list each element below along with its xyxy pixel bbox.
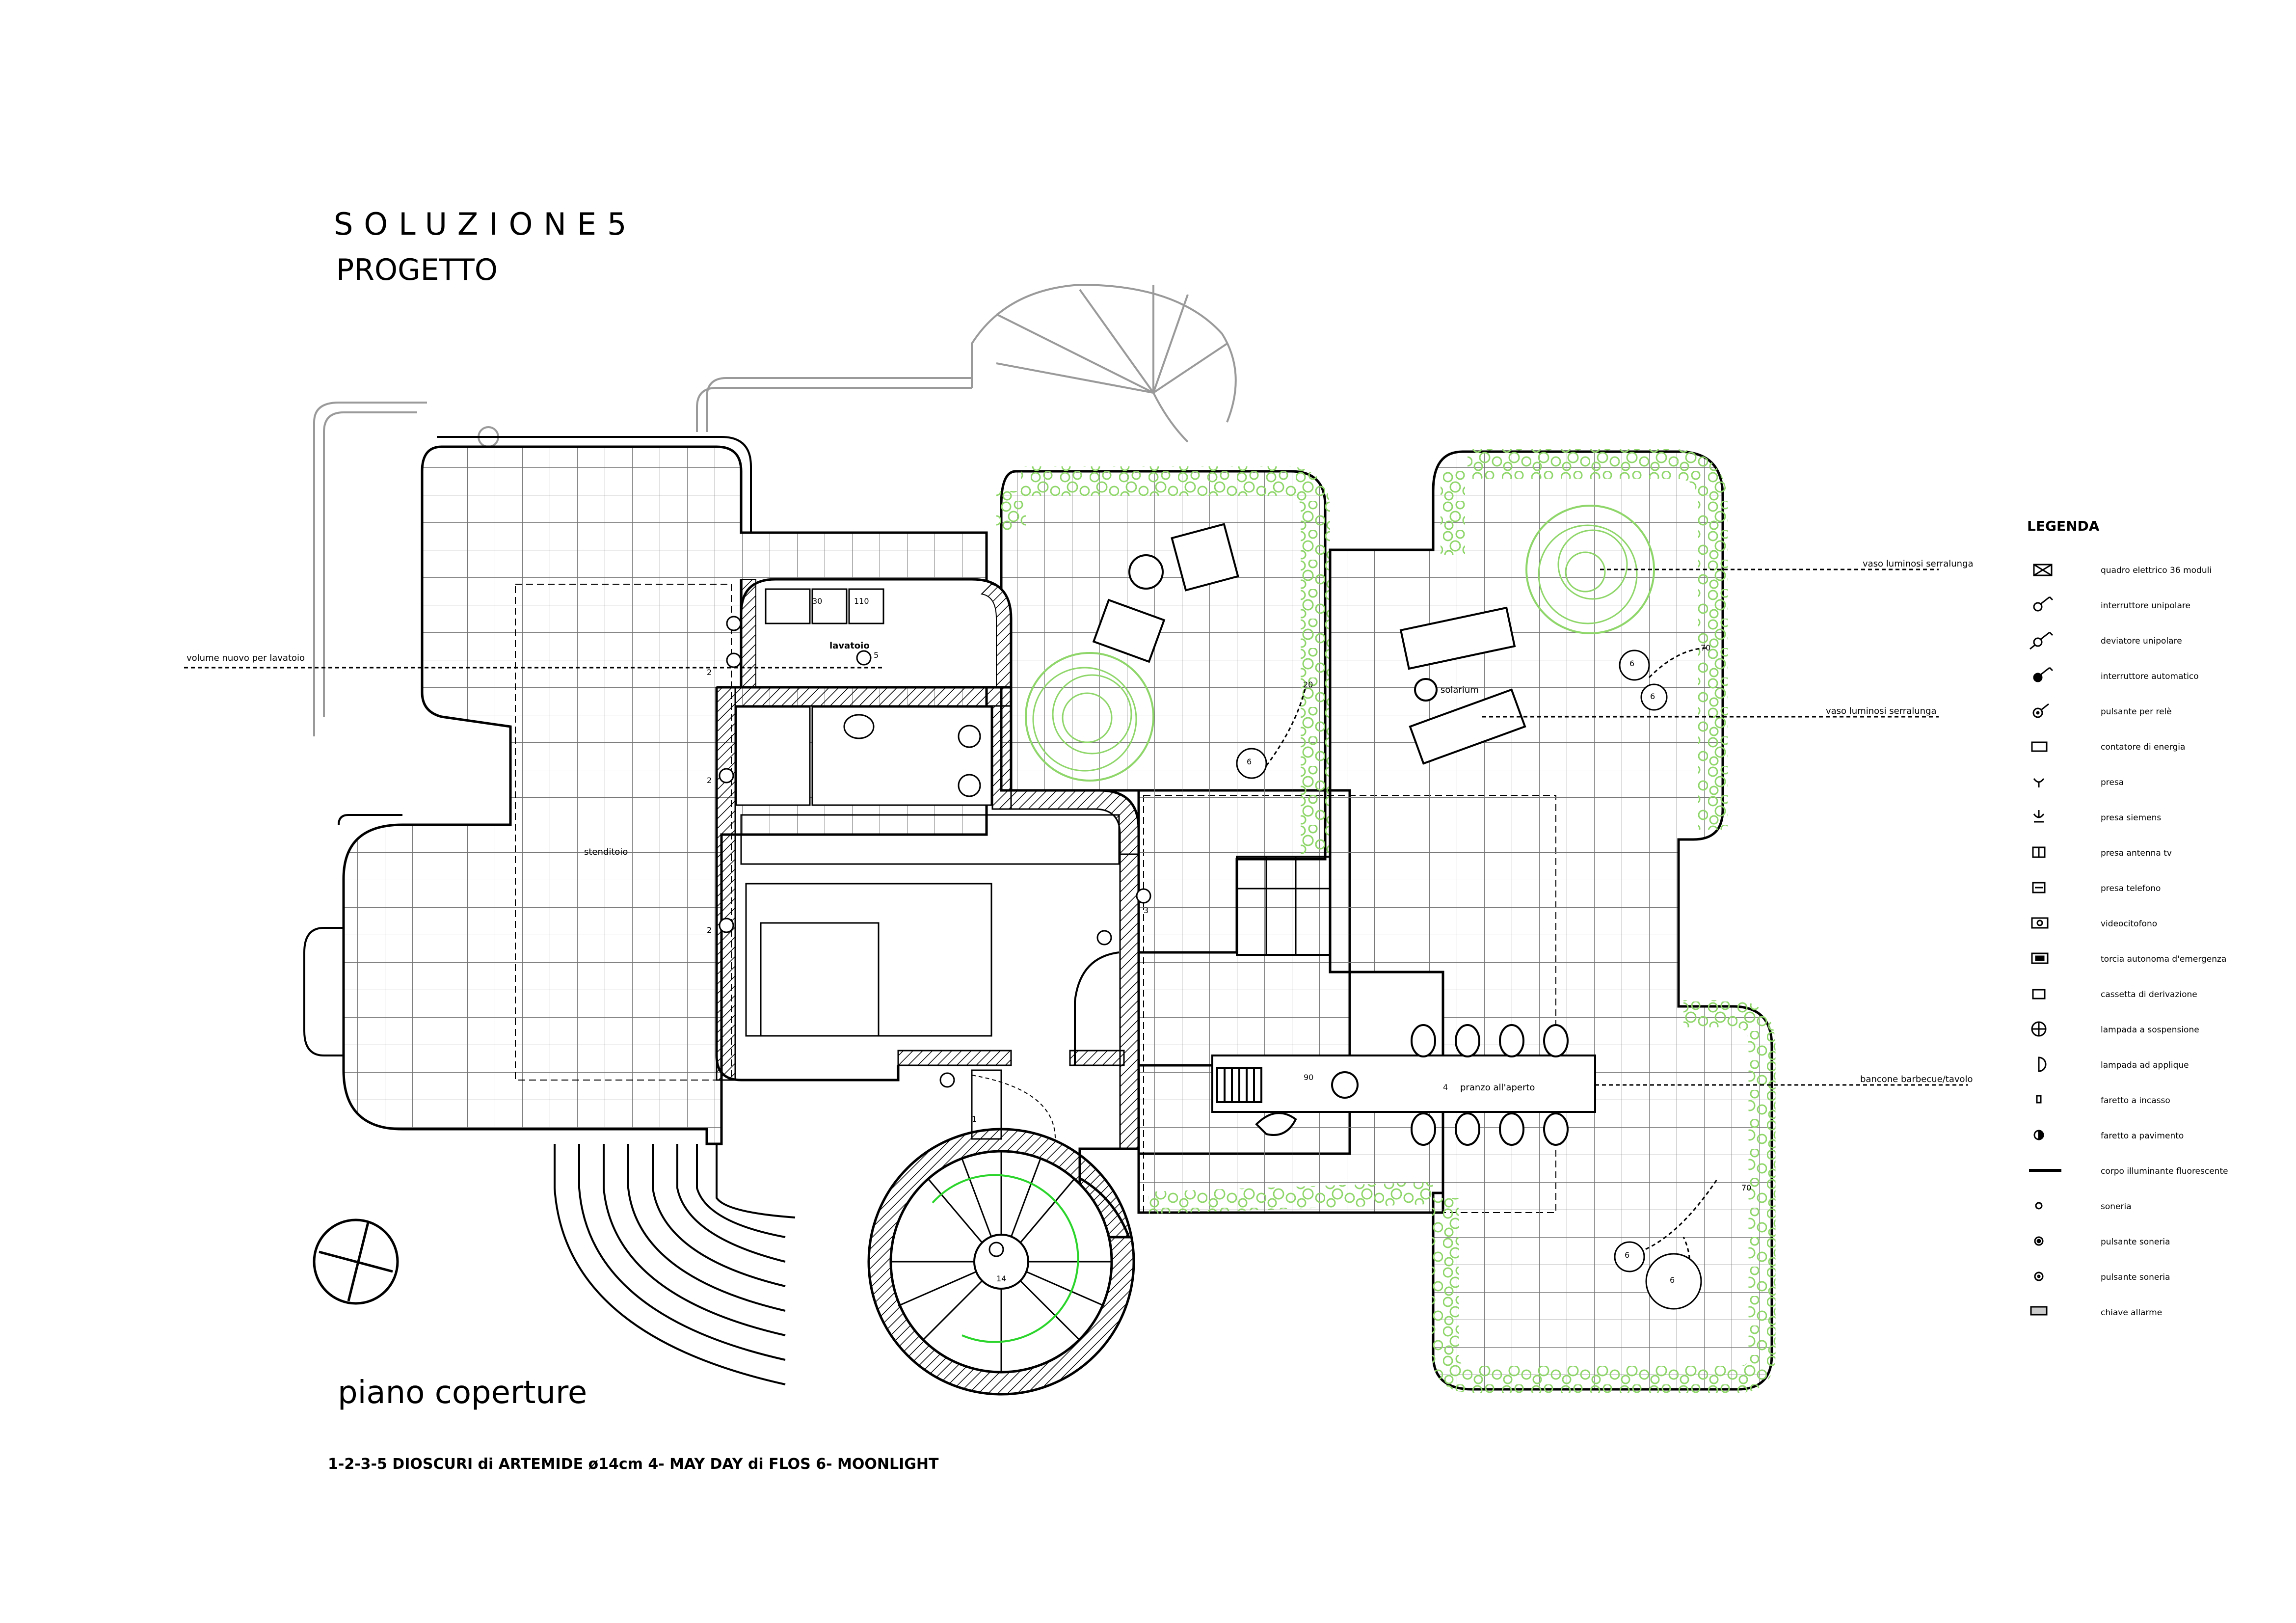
- outdoor-steps: [554, 1144, 796, 1385]
- annotation-solarium: solarium: [1441, 685, 1479, 695]
- fixture-number: 6: [1625, 1250, 1630, 1260]
- legend-item: soneria: [2101, 1202, 2132, 1212]
- alarm-key-icon: [2030, 1306, 2048, 1316]
- fixture-number: 3: [1144, 906, 1149, 915]
- lighting-circuit: [184, 568, 1968, 1287]
- legend-item: videocitofono: [2101, 919, 2158, 929]
- recessed-spot-icon: [2036, 1095, 2042, 1104]
- legend-item: pulsante soneria: [2101, 1237, 2170, 1247]
- single-pole-switch-icon: [2033, 596, 2054, 612]
- bell-icon: [2035, 1202, 2043, 1210]
- bbq-counter-table: [1211, 1024, 1596, 1146]
- relay-button-icon: [2032, 703, 2049, 718]
- legend-item: faretto a incasso: [2101, 1096, 2170, 1106]
- bell-button-alt-icon: [2034, 1271, 2044, 1281]
- drawing-subtitle: PROGETTO: [336, 253, 498, 287]
- fixture-number: 2: [707, 776, 712, 785]
- annotation-bancone: bancone barbecue/tavolo: [1860, 1074, 1973, 1084]
- north-arrow: [313, 1218, 399, 1305]
- drawing-title: SOLUZIONE5: [334, 206, 638, 242]
- fixture-number: 6: [1629, 659, 1635, 668]
- fixture-number: 30: [812, 596, 823, 606]
- phone-socket-icon: [2032, 882, 2046, 893]
- floor-spot-icon: [2033, 1130, 2044, 1140]
- annotation-pranzo: pranzo all'aperto: [1460, 1082, 1535, 1093]
- fixture-number: 70: [1701, 643, 1711, 652]
- fixture-number: 2: [707, 925, 712, 935]
- fixture-number: 2: [707, 668, 712, 677]
- annotation-vaso-2: vaso luminosi serralunga: [1826, 706, 1937, 716]
- legend-item: presa siemens: [2101, 813, 2162, 823]
- video-intercom-icon: [2031, 917, 2049, 929]
- junction-box-icon: [2032, 989, 2046, 1000]
- two-way-switch-icon: [2029, 631, 2054, 650]
- annotation-stenditoio: stenditoio: [584, 847, 628, 857]
- electrical-panel-icon: [2033, 564, 2053, 576]
- legend-symbols: [2029, 564, 2061, 1316]
- legend-item: lampada ad applique: [2101, 1060, 2189, 1070]
- north-garden-terrace: [996, 466, 1331, 956]
- legend-item: presa telefono: [2101, 884, 2161, 893]
- fixture-number: 6: [1247, 757, 1252, 766]
- legend-item: presa antenna tv: [2101, 848, 2172, 858]
- fixture-number: 90: [1304, 1073, 1314, 1082]
- fixture-number: 5: [874, 650, 879, 660]
- fixture-number: 4: [1443, 1082, 1448, 1092]
- fixture-number: 20: [1303, 680, 1313, 689]
- siemens-socket-icon: [2033, 810, 2045, 823]
- legend-item: cassetta di derivazione: [2101, 990, 2197, 1000]
- bell-button-icon: [2034, 1236, 2044, 1246]
- fixture-number: 110: [854, 596, 869, 606]
- fixture-number: 6: [1670, 1275, 1675, 1285]
- legend-item: corpo illuminante fluorescente: [2101, 1166, 2228, 1176]
- spiral-staircase: [867, 1128, 1135, 1396]
- plan-name: piano coperture: [338, 1375, 587, 1411]
- pendant-lamp-icon: [2031, 1021, 2047, 1037]
- wall-lamp-icon: [2038, 1056, 2047, 1072]
- core-building: [715, 578, 1140, 1239]
- annotation-vaso-1: vaso luminosi serralunga: [1863, 559, 1974, 569]
- legend-item: deviatore unipolare: [2101, 636, 2182, 646]
- circuit-breaker-icon: [2033, 667, 2054, 682]
- fixture-number: 14: [996, 1274, 1007, 1283]
- fixture-number: 70: [1741, 1183, 1752, 1192]
- legend-item: lampada a sospensione: [2101, 1025, 2199, 1035]
- annotation-lavatoio: lavatoio: [829, 641, 870, 651]
- fixture-markers: [719, 616, 1702, 1310]
- legend-item: pulsante soneria: [2101, 1272, 2170, 1282]
- legend-item: quadro elettrico 36 moduli: [2101, 566, 2212, 575]
- legend-item: faretto a pavimento: [2101, 1131, 2184, 1141]
- energy-meter-icon: [2031, 741, 2048, 752]
- legend-item: interruttore unipolare: [2101, 601, 2190, 611]
- legend-item: presa: [2101, 778, 2124, 787]
- fixture-number: 6: [1650, 692, 1655, 701]
- legend-item: chiave allarme: [2101, 1308, 2163, 1318]
- emergency-torch-icon: [2031, 952, 2049, 964]
- annotation-volume-nuovo: volume nuovo per lavatoio: [187, 653, 305, 663]
- legend-item: interruttore automatico: [2101, 672, 2199, 681]
- socket-icon: [2033, 778, 2045, 787]
- fixtures-note: 1-2-3-5 DIOSCURI di ARTEMIDE ø14cm 4- MA…: [328, 1456, 939, 1473]
- tv-socket-icon: [2032, 846, 2046, 858]
- legend-item: pulsante per relè: [2101, 707, 2172, 717]
- legend-item: contatore di energia: [2101, 742, 2186, 752]
- legend-title: LEGENDA: [2027, 518, 2100, 534]
- legend-item: torcia autonoma d'emergenza: [2101, 954, 2227, 964]
- fixture-number: 1: [972, 1114, 977, 1124]
